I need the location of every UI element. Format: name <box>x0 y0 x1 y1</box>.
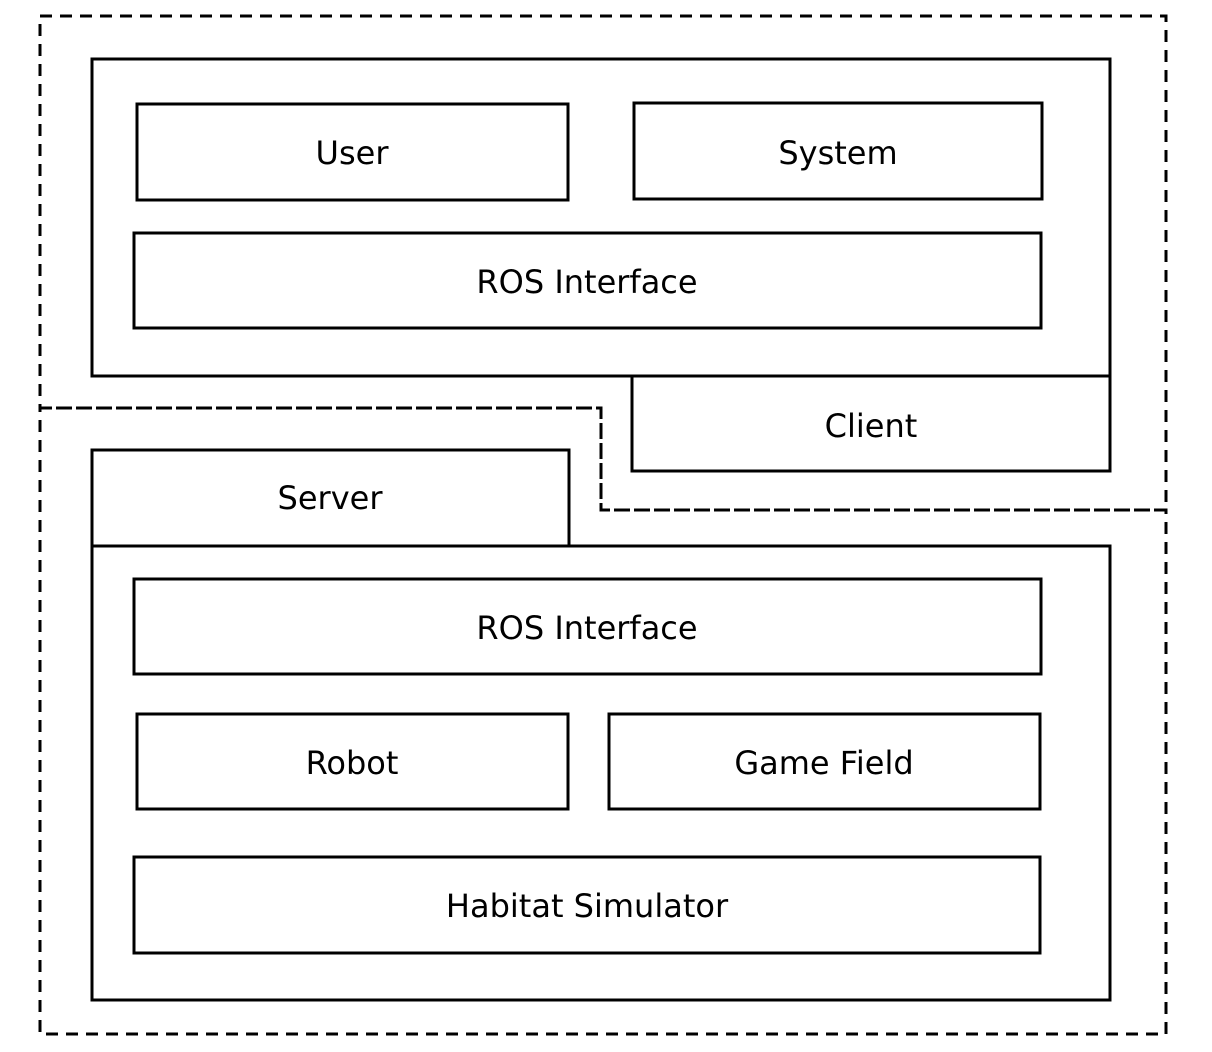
server-boundary <box>38 406 1168 1036</box>
robot-box <box>135 712 570 811</box>
server-ros-interface-label: ROS Interface <box>476 609 697 647</box>
server-ros-interface-block: ROS Interface <box>132 577 1043 676</box>
game-field-box <box>607 712 1042 811</box>
robot-block: Robot <box>135 712 570 811</box>
user-label: User <box>316 134 390 172</box>
client-tab: Client <box>630 374 1112 473</box>
game-field-label: Game Field <box>734 744 913 782</box>
client-ros-interface-label: ROS Interface <box>476 263 697 301</box>
habitat-simulator-block: Habitat Simulator <box>132 855 1042 955</box>
server-main-box <box>90 544 1112 1002</box>
habitat-simulator-box <box>132 855 1042 955</box>
server-tab: Server <box>90 448 571 548</box>
server-label: Server <box>278 479 384 517</box>
client-ros-interface-box <box>132 231 1043 330</box>
user-box <box>135 102 570 202</box>
client-container: User System ROS Interface Client <box>90 57 1112 473</box>
client-main-box <box>90 57 1112 378</box>
game-field-block: Game Field <box>607 712 1042 811</box>
system-block: System <box>632 101 1044 201</box>
client-ros-interface-block: ROS Interface <box>132 231 1043 330</box>
user-block: User <box>135 102 570 202</box>
server-ros-interface-box <box>132 577 1043 676</box>
client-label: Client <box>825 407 918 445</box>
system-label: System <box>778 134 897 172</box>
system-box <box>632 101 1044 201</box>
robot-label: Robot <box>306 744 399 782</box>
server-container: Server ROS Interface Robot Game Field Ha… <box>90 448 1112 1002</box>
client-tab-box <box>630 374 1112 473</box>
habitat-simulator-label: Habitat Simulator <box>446 887 729 925</box>
